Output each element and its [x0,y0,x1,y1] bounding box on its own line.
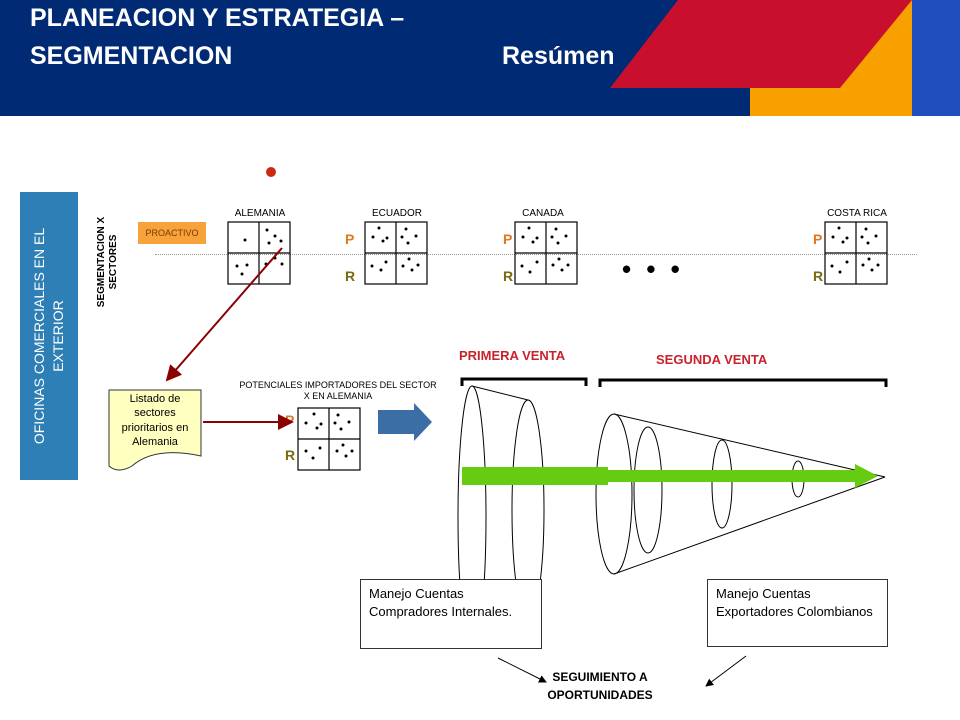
arrow-right-to-seguimiento [705,655,747,687]
header-title-line1: PLANEACION Y ESTRATEGIA – [30,4,405,32]
listado-document-shape [108,389,202,471]
r-label-ecuador: R [345,268,356,284]
listado-text: Listado de sectores prioritarios en Alem… [121,393,189,448]
p-label-costa-rica: P [813,231,823,247]
p-label-canada: P [503,231,513,247]
proactivo-tag: PROACTIVO [138,222,206,244]
country-label-costa-rica: COSTA RICA [827,208,887,219]
r-label-canada: R [503,268,514,284]
grid-importadores [297,407,361,471]
funnel-segunda-venta [595,413,886,575]
red-bullet [266,167,276,177]
header-banner: PLANEACION Y ESTRATEGIA – SEGMENTACION R… [0,0,960,116]
grid-canada [514,221,578,285]
r-label-costa-rica: R [813,268,824,284]
country-label-canada: CANADA [522,208,564,219]
header-title-line2: SEGMENTACION [30,42,233,70]
dotted-divider [155,254,917,255]
box-exportadores: Manejo Cuentas Exportadores Colombianos [707,579,888,647]
country-label-alemania: ALEMANIA [234,208,286,219]
grid-ecuador [364,221,428,285]
sidebar-panel: OFICINAS COMERCIALES EN EL EXTERIOR [20,192,78,480]
red-arrow-alemania-to-listado [165,247,283,382]
header-subtitle: Resúmen [502,42,615,70]
bracket-primera-venta [460,377,588,386]
green-bar-segment2 [608,470,858,482]
primera-venta-label: PRIMERA VENTA [459,348,566,363]
p-label-ecuador: P [345,231,355,247]
grid-dots [235,226,880,460]
arrow-left-to-seguimiento [497,657,547,683]
seguimiento-label: SEGUIMIENTO A OPORTUNIDADES [547,670,653,702]
green-bar-segment1 [462,467,608,485]
header-blue-strip [912,0,960,116]
country-label-ecuador: ECUADOR [371,208,422,219]
grid-costa-rica [824,221,888,285]
more-countries-ellipsis: • • • [622,254,684,284]
bracket-segunda-venta [598,378,888,387]
r-label-importadores: R [285,447,296,463]
segunda-venta-label: SEGUNDA VENTA [656,352,768,367]
header-decoration [610,0,960,116]
header-red-parallelogram [610,0,912,88]
box-compradores: Manejo Cuentas Compradores Internales. [360,579,542,649]
green-arrow-head [855,464,878,488]
blue-block-arrow [378,403,432,441]
importadores-title: POTENCIALES IMPORTADORES DEL SECTOR X EN… [239,380,437,401]
